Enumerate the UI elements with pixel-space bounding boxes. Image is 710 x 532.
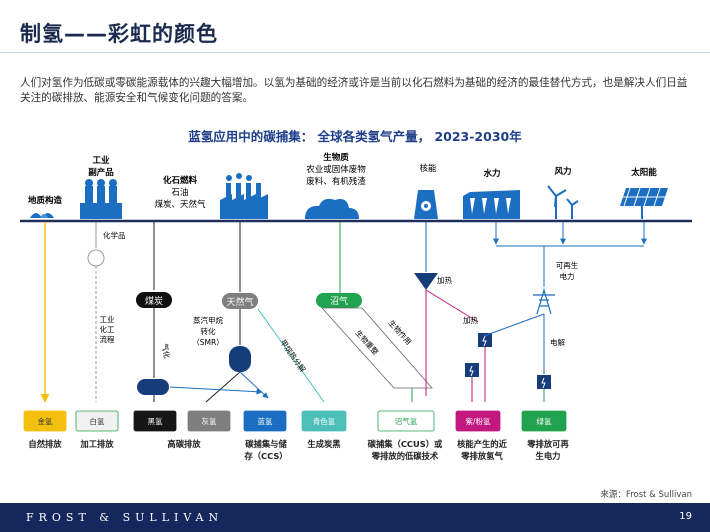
gas-pill [222,293,258,309]
biogas-pill [316,293,362,308]
geology-icon [30,213,54,218]
pyrolysis-line [257,308,325,403]
label-pyrolysis: 甲烷热分解 [278,337,308,374]
hydrogen-color-diagram: 地质构造 工业 副产品 化石燃料 石油 煤炭、天然气 生物质 农业或固体废物 废… [20,152,692,461]
outcome-label: 碳捕集（CCUS）或 [368,439,443,449]
nuclear-heat-node [414,273,438,290]
electrolyser-node-3 [537,375,551,389]
label-fossil-3: 煤炭、天然气 [154,199,206,210]
hydro-dam-icon [463,190,520,219]
source-note: 来源：Frost & Sullivan [600,490,692,500]
outcome-label: 零排放的低碳技术 [371,451,439,461]
label-biogas-pill: 沼气 [330,295,348,307]
color-box-label: 沼气氢 [395,416,418,426]
hydrogen-color-row: 金氢 白氢 黑氢 灰氢 蓝氢 青色氢 沼气氢 紫/粉氢 绿氢 [23,410,567,432]
outcome-label: 核能产生的近 [457,439,507,449]
label-industry-2: 副产品 [88,167,114,178]
label-chemical: 化学品 [103,230,126,240]
page-title: 制氢——彩虹的颜色 [20,22,218,46]
color-box [133,410,177,432]
label-renewable-1: 可再生 [556,260,579,270]
outcome-label: 高碳排放 [167,439,201,449]
outcome-label: 生成炭黑 [307,439,341,449]
label-coal-pill: 煤炭 [145,295,163,307]
footer-brand-logo: FROST & SULLIVAN [26,511,224,524]
color-box-label: 青色氢 [313,416,336,426]
color-box [301,410,347,432]
color-box-label: 白氢 [90,416,105,426]
color-box [23,410,67,432]
color-box-label: 金氢 [38,416,53,426]
label-biomass-1: 生物质 [323,152,349,163]
electrolyser-node-2 [478,333,492,347]
outcome-label: 零排放可再 [526,439,569,449]
color-box-label: 绿氢 [537,416,552,426]
label-fossil-2: 石油 [171,187,188,198]
color-box-label: 紫/粉氢 [465,416,491,426]
label-wind: 风力 [554,166,571,177]
page-number: 19 [679,511,692,522]
title-divider [0,52,710,53]
label-renewable-2: 电力 [560,271,575,281]
label-smr-3: （SMR） [192,338,223,347]
label-electrolysis: 电解 [550,337,565,347]
outcome-label: 加工排放 [79,439,114,449]
smr-reactor-node [229,346,251,372]
color-box-label: 蓝氢 [258,416,273,426]
label-smr-2: 转化 [201,326,216,336]
label-process-2: 化工 [100,324,115,334]
label-nuclear: 核能 [419,163,437,174]
color-box [75,410,119,432]
outcome-label: 碳捕集与储 [245,439,287,449]
color-box [243,410,287,432]
label-hydro: 水力 [482,168,500,179]
label-process-1: 工业 [100,314,115,324]
solar-panel-icon [620,187,668,219]
outcome-label: 零排放氢气 [460,451,503,461]
electrolyser-node-1 [465,363,479,377]
outcome-label: 生电力 [536,451,561,461]
color-box-label: 黑氢 [148,416,163,426]
transmission-tower-icon [533,287,555,315]
biogas-channel [321,307,433,389]
label-gas-pill: 天然气 [226,296,253,308]
gasifier-node [137,379,169,395]
nuclear-icon [414,190,438,219]
label-heating-2: 加热 [463,315,478,325]
chemical-node [87,249,105,267]
color-box-label: 灰氢 [202,416,217,426]
label-biomass-2: 农业或固体废物 [306,164,366,175]
label-heating-1: 加热 [437,275,452,285]
biomass-icon [305,198,359,219]
wind-turbine-icon [547,185,579,219]
factory-icon [80,179,122,219]
label-smr-1: 蒸汽甲烷 [193,315,223,325]
label-fossil-1: 化石燃料 [163,175,198,186]
refinery-icon [220,173,268,219]
label-solar: 太阳能 [630,167,657,178]
label-geology: 地质构造 [28,195,63,206]
color-box [377,410,435,432]
color-box [521,410,567,432]
intro-paragraph: 人们对氢作为低碳或零碳能源载体的兴趣大幅增加。以氢为基础的经济或许是当前以化石燃… [20,77,688,104]
label-gasification: 气化 [160,343,173,360]
outcome-label: 存（CCS） [243,451,287,461]
coal-pill [136,292,172,308]
outcome-row: 自然排放加工排放高碳排放碳捕集与储存（CCS）生成炭黑碳捕集（CCUS）或零排放… [28,439,569,461]
diagram-subtitle: 蓝氢应用中的碳捕集： 全球各类氢气产量， 2023-2030年 [188,129,522,144]
label-process-3: 流程 [100,334,115,344]
color-box [187,410,231,432]
label-biomass-3: 废料、有机残渣 [306,176,366,187]
color-box [455,410,501,432]
footer-bar: FROST & SULLIVAN 19 [0,503,710,532]
outcome-label: 自然排放 [28,439,62,449]
label-industry-1: 工业 [92,155,110,166]
